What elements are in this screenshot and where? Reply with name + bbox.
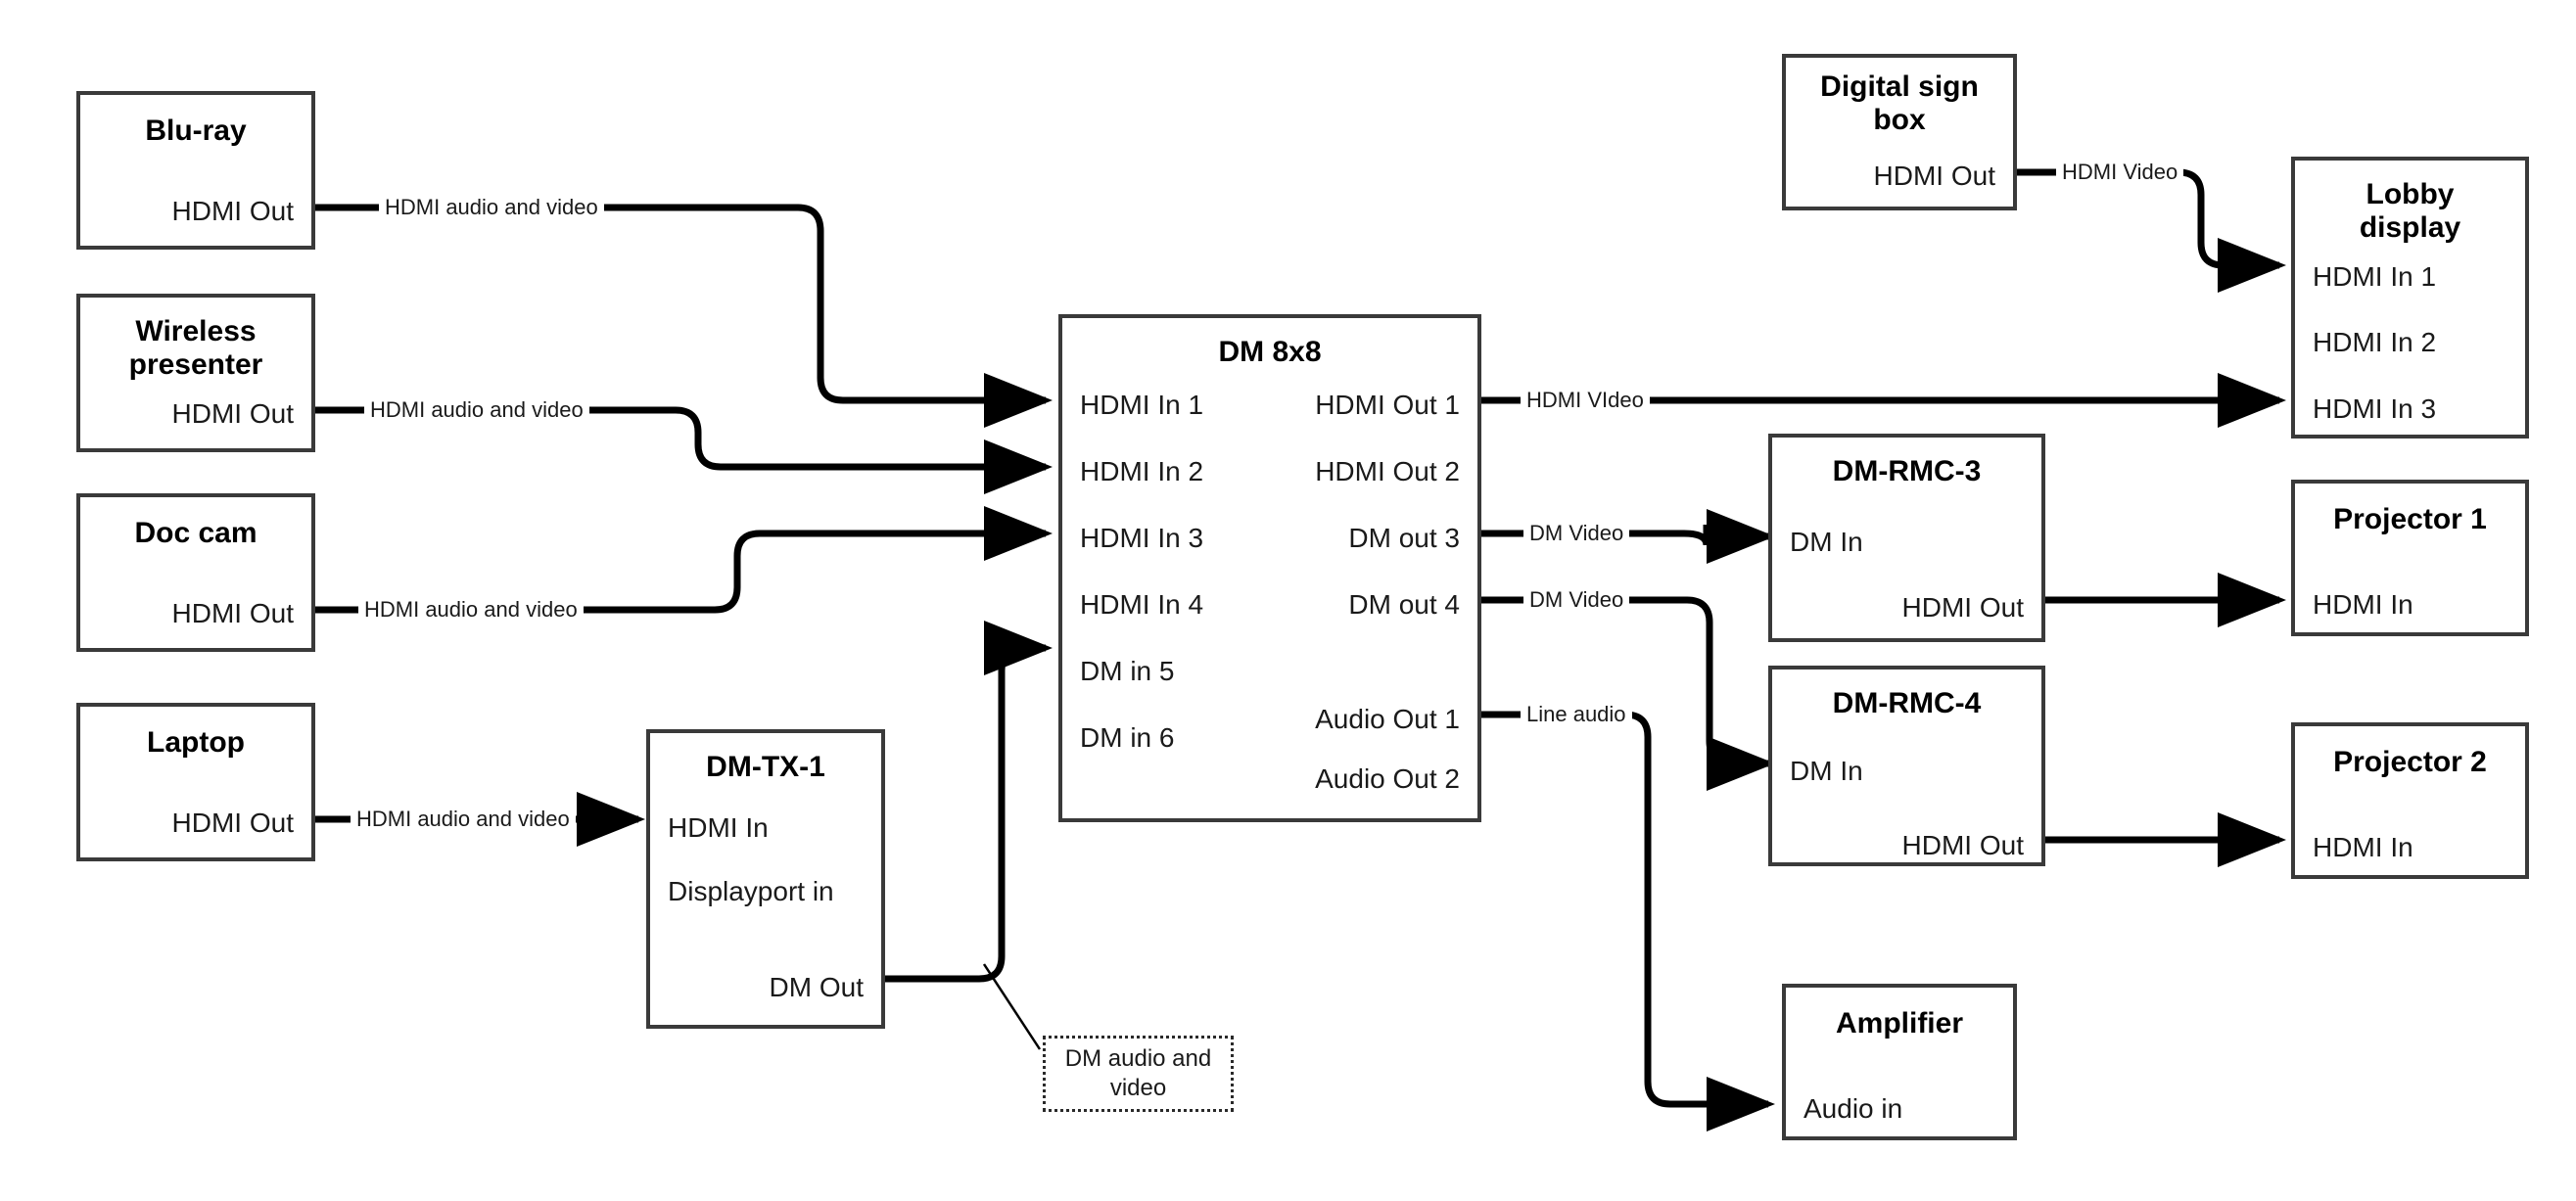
- node-dm-8x8-input-hdmi-in-2: HDMI In 2: [1080, 456, 1204, 486]
- node-dm-8x8-output-audio-out-1: Audio Out 1: [1315, 704, 1460, 734]
- node-dm-tx-1[interactable]: DM-TX-1 HDMI In Displayport in DM Out: [646, 729, 885, 1029]
- node-dm-8x8-output-dm-out-3: DM out 3: [1348, 523, 1460, 553]
- edge-label-dm8x8-to-lobby: HDMI VIdeo: [1521, 390, 1650, 411]
- node-dm-rmc-3-port-hdmi-out: HDMI Out: [1901, 592, 2024, 623]
- node-dm-8x8-input-hdmi-in-4: HDMI In 4: [1080, 589, 1204, 620]
- wire-dmtx1-to-dm8x8: [885, 621, 1053, 983]
- node-dm-8x8-input-dm-in-5: DM in 5: [1080, 656, 1175, 686]
- node-dm-tx-1-port-dm-out: DM Out: [769, 972, 864, 1002]
- node-lobby-display-title: Lobby display: [2359, 178, 2461, 244]
- node-laptop-title: Laptop: [147, 726, 245, 759]
- wire-bluray-to-dm8x8: [315, 204, 1053, 428]
- node-dm-rmc-4-port-dm-in: DM In: [1790, 756, 1863, 786]
- node-amplifier-title: Amplifier: [1835, 1007, 1964, 1039]
- node-dm-rmc-4-port-hdmi-out: HDMI Out: [1901, 830, 2024, 860]
- node-amplifier-port-audio-in: Audio in: [1803, 1093, 1903, 1124]
- node-projector-2[interactable]: Projector 2 HDMI In: [2291, 722, 2529, 879]
- node-amplifier[interactable]: Amplifier Audio in: [1782, 984, 2017, 1140]
- node-laptop[interactable]: Laptop HDMI Out: [76, 703, 315, 861]
- node-dm-8x8[interactable]: DM 8x8 HDMI In 1 HDMI In 2 HDMI In 3 HDM…: [1058, 314, 1481, 822]
- node-projector-1[interactable]: Projector 1 HDMI In: [2291, 480, 2529, 636]
- edge-label-wireless-to-dm8x8: HDMI audio and video: [364, 399, 589, 421]
- node-lobby-display-input-hdmi-in-2: HDMI In 2: [2313, 327, 2437, 357]
- wire-digitalsign-to-lobby: [2017, 168, 2286, 293]
- node-digital-sign-box-port-hdmi-out: HDMI Out: [1873, 161, 1995, 191]
- node-projector-1-title: Projector 1: [2333, 503, 2487, 535]
- node-bluray-title: Blu-ray: [145, 115, 247, 147]
- edge-label-dm8x8-to-dmrmc4: DM Video: [1523, 589, 1630, 611]
- wire-dm8x8-to-dmrmc4: [1481, 596, 1775, 791]
- node-projector-2-title: Projector 2: [2333, 746, 2487, 778]
- node-doc-cam[interactable]: Doc cam HDMI Out: [76, 493, 315, 652]
- node-dm-rmc-3[interactable]: DM-RMC-3 DM In HDMI Out: [1768, 434, 2045, 642]
- node-wireless-presenter[interactable]: Wireless presenter HDMI Out: [76, 294, 315, 452]
- node-dm-8x8-input-hdmi-in-3: HDMI In 3: [1080, 523, 1204, 553]
- node-bluray[interactable]: Blu-ray HDMI Out: [76, 91, 315, 250]
- node-doc-cam-title: Doc cam: [134, 517, 258, 549]
- node-doc-cam-port-hdmi-out: HDMI Out: [171, 598, 294, 628]
- node-dm-rmc-4[interactable]: DM-RMC-4 DM In HDMI Out: [1768, 666, 2045, 866]
- node-dm-8x8-output-dm-out-4: DM out 4: [1348, 589, 1460, 620]
- node-projector-1-port-hdmi-in: HDMI In: [2313, 589, 2413, 620]
- edge-label-doccam-to-dm8x8: HDMI audio and video: [358, 599, 584, 621]
- edge-label-dm8x8-to-dmrmc3: DM Video: [1523, 523, 1630, 544]
- node-dm-8x8-output-hdmi-out-1: HDMI Out 1: [1315, 390, 1460, 420]
- node-lobby-display-input-hdmi-in-1: HDMI In 1: [2313, 261, 2437, 292]
- edge-label-laptop-to-dmtx1: HDMI audio and video: [351, 808, 576, 830]
- wire-dm8x8-to-amplifier: [1481, 711, 1775, 1132]
- node-dm-8x8-title: DM 8x8: [1218, 336, 1322, 368]
- node-dm-tx-1-port-hdmi-in: HDMI In: [668, 812, 769, 843]
- node-projector-2-port-hdmi-in: HDMI In: [2313, 832, 2413, 862]
- edge-label-bluray-to-dm8x8: HDMI audio and video: [379, 197, 604, 218]
- node-digital-sign-box-title: Digital sign box: [1820, 70, 1979, 136]
- node-lobby-display-input-hdmi-in-3: HDMI In 3: [2313, 393, 2437, 424]
- node-laptop-port-hdmi-out: HDMI Out: [171, 808, 294, 838]
- node-dm-tx-1-port-displayport-in: Displayport in: [668, 876, 834, 906]
- node-dm-tx-1-title: DM-TX-1: [706, 751, 825, 783]
- node-wireless-presenter-port-hdmi-out: HDMI Out: [171, 398, 294, 429]
- edge-label-sign-to-lobby: HDMI Video: [2056, 162, 2184, 183]
- node-dm-8x8-output-audio-out-2: Audio Out 2: [1315, 763, 1460, 794]
- node-dm-8x8-input-hdmi-in-1: HDMI In 1: [1080, 390, 1204, 420]
- node-dm-rmc-3-port-dm-in: DM In: [1790, 527, 1863, 557]
- note-dm-audio-and-video: DM audio and video: [1043, 1036, 1234, 1112]
- node-dm-8x8-output-hdmi-out-2: HDMI Out 2: [1315, 456, 1460, 486]
- node-bluray-port-hdmi-out: HDMI Out: [171, 196, 294, 226]
- node-dm-rmc-4-title: DM-RMC-4: [1832, 687, 1982, 719]
- node-wireless-presenter-title: Wireless presenter: [128, 315, 263, 381]
- node-dm-rmc-3-title: DM-RMC-3: [1832, 455, 1982, 487]
- edge-label-dm8x8-to-amplifier: Line audio: [1521, 704, 1632, 725]
- leader-line-dm-audio-video-note: [982, 963, 1042, 1050]
- node-dm-8x8-input-dm-in-6: DM in 6: [1080, 722, 1175, 753]
- node-digital-sign-box[interactable]: Digital sign box HDMI Out: [1782, 54, 2017, 210]
- node-lobby-display[interactable]: Lobby display HDMI In 1 HDMI In 2 HDMI I…: [2291, 157, 2529, 439]
